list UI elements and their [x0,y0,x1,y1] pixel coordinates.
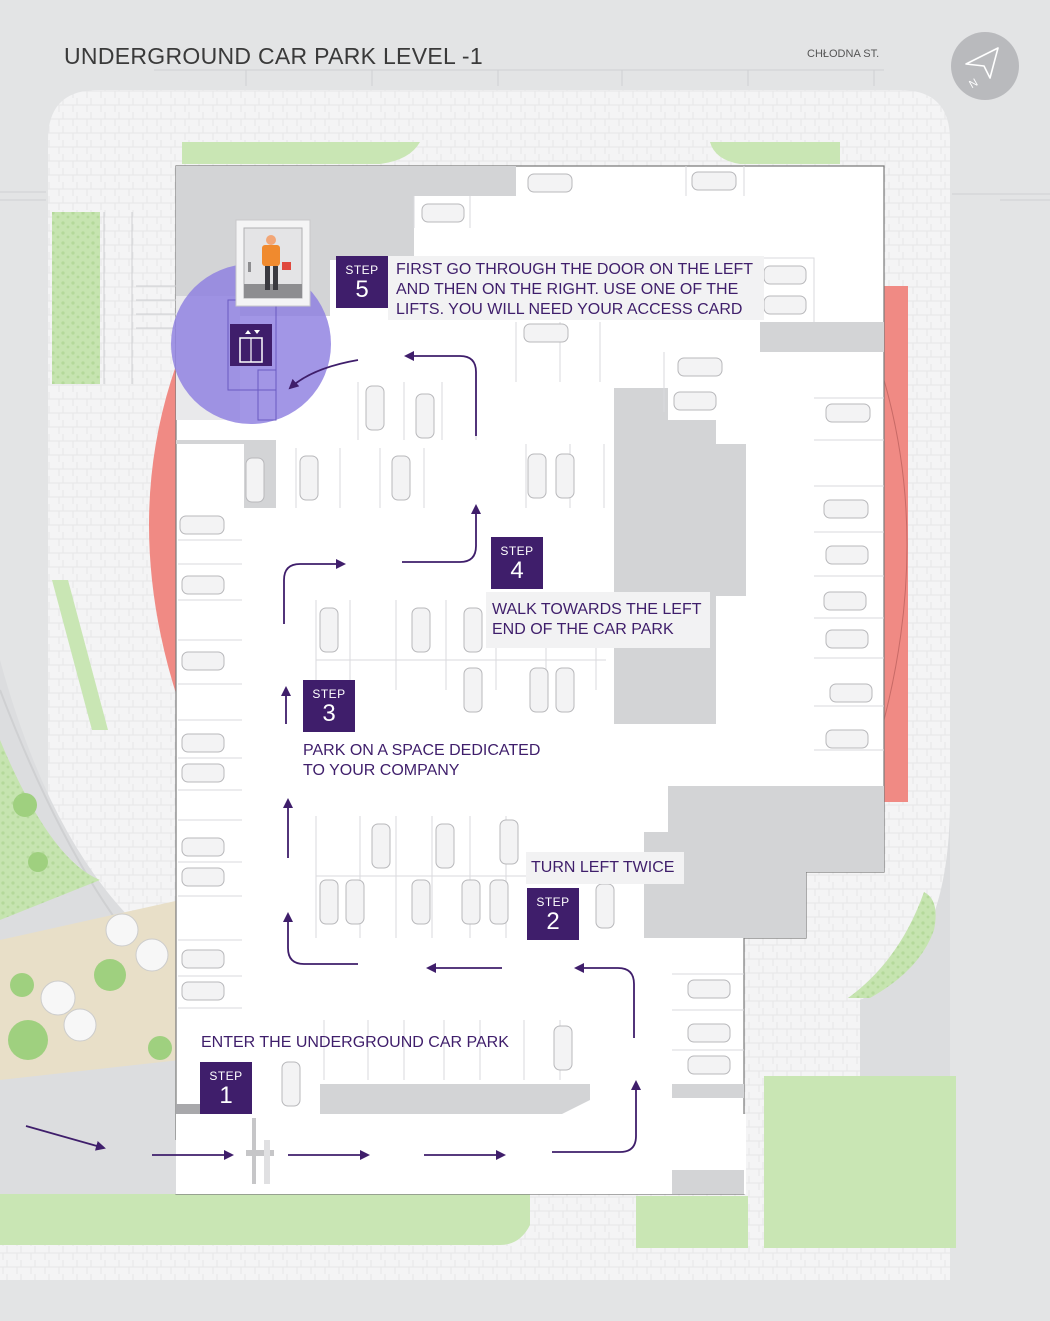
green-patch-bottom [636,1196,748,1248]
step-4-line: WALK TOWARDS THE LEFT [492,601,702,618]
route-arrow [552,1080,641,1153]
ramp-left [149,360,178,700]
step-1-line: ENTER THE UNDERGROUND CAR PARK [201,1034,509,1051]
green-lawn-left [52,212,100,384]
parking-bay-lines [178,166,884,1080]
step-3-instruction: PARK ON A SPACE DEDICATED TO YOUR COMPAN… [303,741,540,781]
kerb-lines [0,69,1050,384]
step-3-line: PARK ON A SPACE DEDICATED [303,742,541,759]
step-2-number: 2 [546,908,560,935]
green-lawn-bottom-right [764,1076,956,1248]
step-5-badge: STEP 5 [336,256,388,308]
green-strip-diagonal [52,580,108,730]
step-1-instruction: ENTER THE UNDERGROUND CAR PARK [201,1033,509,1053]
street-entry [0,1120,176,1194]
step-4-panel [486,592,710,648]
step-5-panel [388,256,764,320]
step-5-number: 5 [355,276,369,303]
north-arrow-icon [965,47,999,79]
route-arrow [574,963,635,1038]
green-strip-bottom [0,1190,530,1245]
lift-icon [230,324,272,366]
green-triangle-right [848,892,936,998]
step-1-number: 1 [219,1082,233,1109]
route-arrow [25,1125,106,1151]
ramp-right-curve [883,379,908,721]
step-2-instruction: TURN LEFT TWICE [531,858,674,878]
step-5-line: AND THEN ON THE RIGHT. USE ONE OF THE [396,281,739,298]
step-3-panel [296,734,552,786]
step-3-badge: STEP 3 [303,680,355,732]
step-3-line: TO YOUR COMPANY [303,762,460,779]
route-arrow [404,351,477,436]
page-title: UNDERGROUND CAR PARK LEVEL -1 [64,43,483,69]
route-arrow [283,559,346,624]
step-5-line: LIFTS. YOU WILL NEED YOUR ACCESS CARD [396,301,743,318]
green-strip-top-right [710,142,840,164]
step-4-badge: STEP 4 [491,537,543,589]
park-green [0,740,100,920]
step-5-line: FIRST GO THROUGH THE DOOR ON THE LEFT [396,261,754,278]
step-3-word: STEP [312,687,346,701]
green-strip-top-left [182,142,420,164]
step-3-number: 3 [322,700,336,727]
step-2-panel [526,852,684,884]
step-1-badge: STEP 1 [200,1062,252,1114]
compass: N [951,32,1019,100]
step-4-line: END OF THE CAR PARK [492,621,674,638]
step-5-word: STEP [345,263,379,277]
curved-road-right [860,800,950,1080]
step-1-word: STEP [209,1069,243,1083]
ramp-right [882,286,908,802]
park-trees [8,793,172,1060]
step-4-number: 4 [510,557,524,584]
street-label: CHŁODNA ST. [807,48,880,60]
entrance-barrier [246,1118,274,1184]
step-2-badge: STEP 2 [527,888,579,940]
route-arrow [288,359,359,390]
route-arrows [25,351,641,1160]
step-4-word: STEP [500,544,534,558]
parked-cars [179,171,873,1107]
compass-disc [951,32,1019,100]
person-in-lift-illustration [235,219,311,307]
route-arrow [402,504,481,563]
step-5-instruction: FIRST GO THROUGH THE DOOR ON THE LEFT AN… [396,260,753,320]
step-2-line: TURN LEFT TWICE [531,859,675,876]
step-4-instruction: WALK TOWARDS THE LEFT END OF THE CAR PAR… [492,600,702,640]
route-arrow [283,912,358,965]
step-2-word: STEP [536,895,570,909]
